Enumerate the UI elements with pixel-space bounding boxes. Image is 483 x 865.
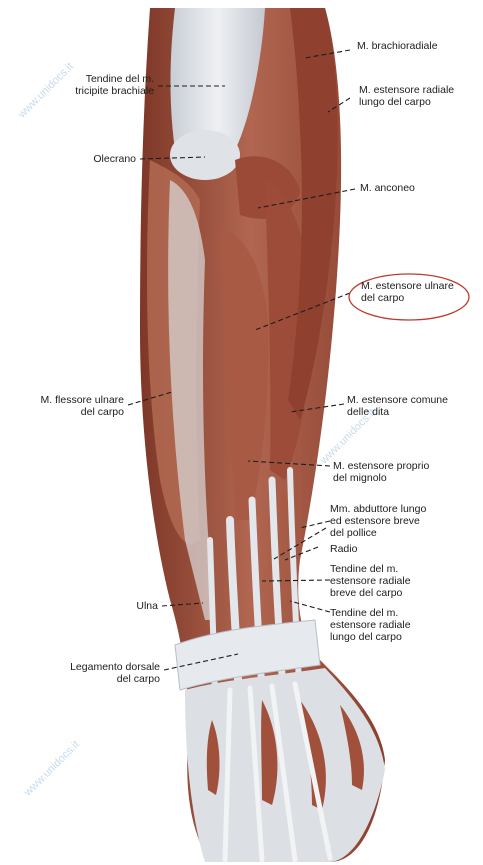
label-tendine-breve: Tendine del m. estensore radiale breve d… <box>330 563 411 599</box>
label-brachioradiale: M. brachioradiale <box>357 40 438 52</box>
label-tendine-tricipite: Tendine del m. tricipite brachiale <box>54 73 154 97</box>
label-radio: Radio <box>330 543 357 555</box>
label-abduttore: Mm. abduttore lungo ed estensore breve d… <box>330 503 426 539</box>
label-estensore-ulnare: M. estensore ulnare del carpo <box>361 280 454 304</box>
label-anconeo: M. anconeo <box>360 182 415 194</box>
label-legamento: Legamento dorsale del carpo <box>30 661 160 685</box>
label-flessore-ulnare: M. flessore ulnare del carpo <box>18 394 124 418</box>
label-ulna: Ulna <box>100 600 158 612</box>
label-olecrano: Olecrano <box>60 153 136 165</box>
label-estensore-radiale-lungo: M. estensore radiale lungo del carpo <box>359 84 454 108</box>
olecranon <box>170 130 240 180</box>
label-estensore-proprio: M. estensore proprio del mignolo <box>333 460 429 484</box>
label-tendine-lungo: Tendine del m. estensore radiale lungo d… <box>330 607 411 643</box>
label-estensore-comune: M. estensore comune delle dita <box>347 394 448 418</box>
